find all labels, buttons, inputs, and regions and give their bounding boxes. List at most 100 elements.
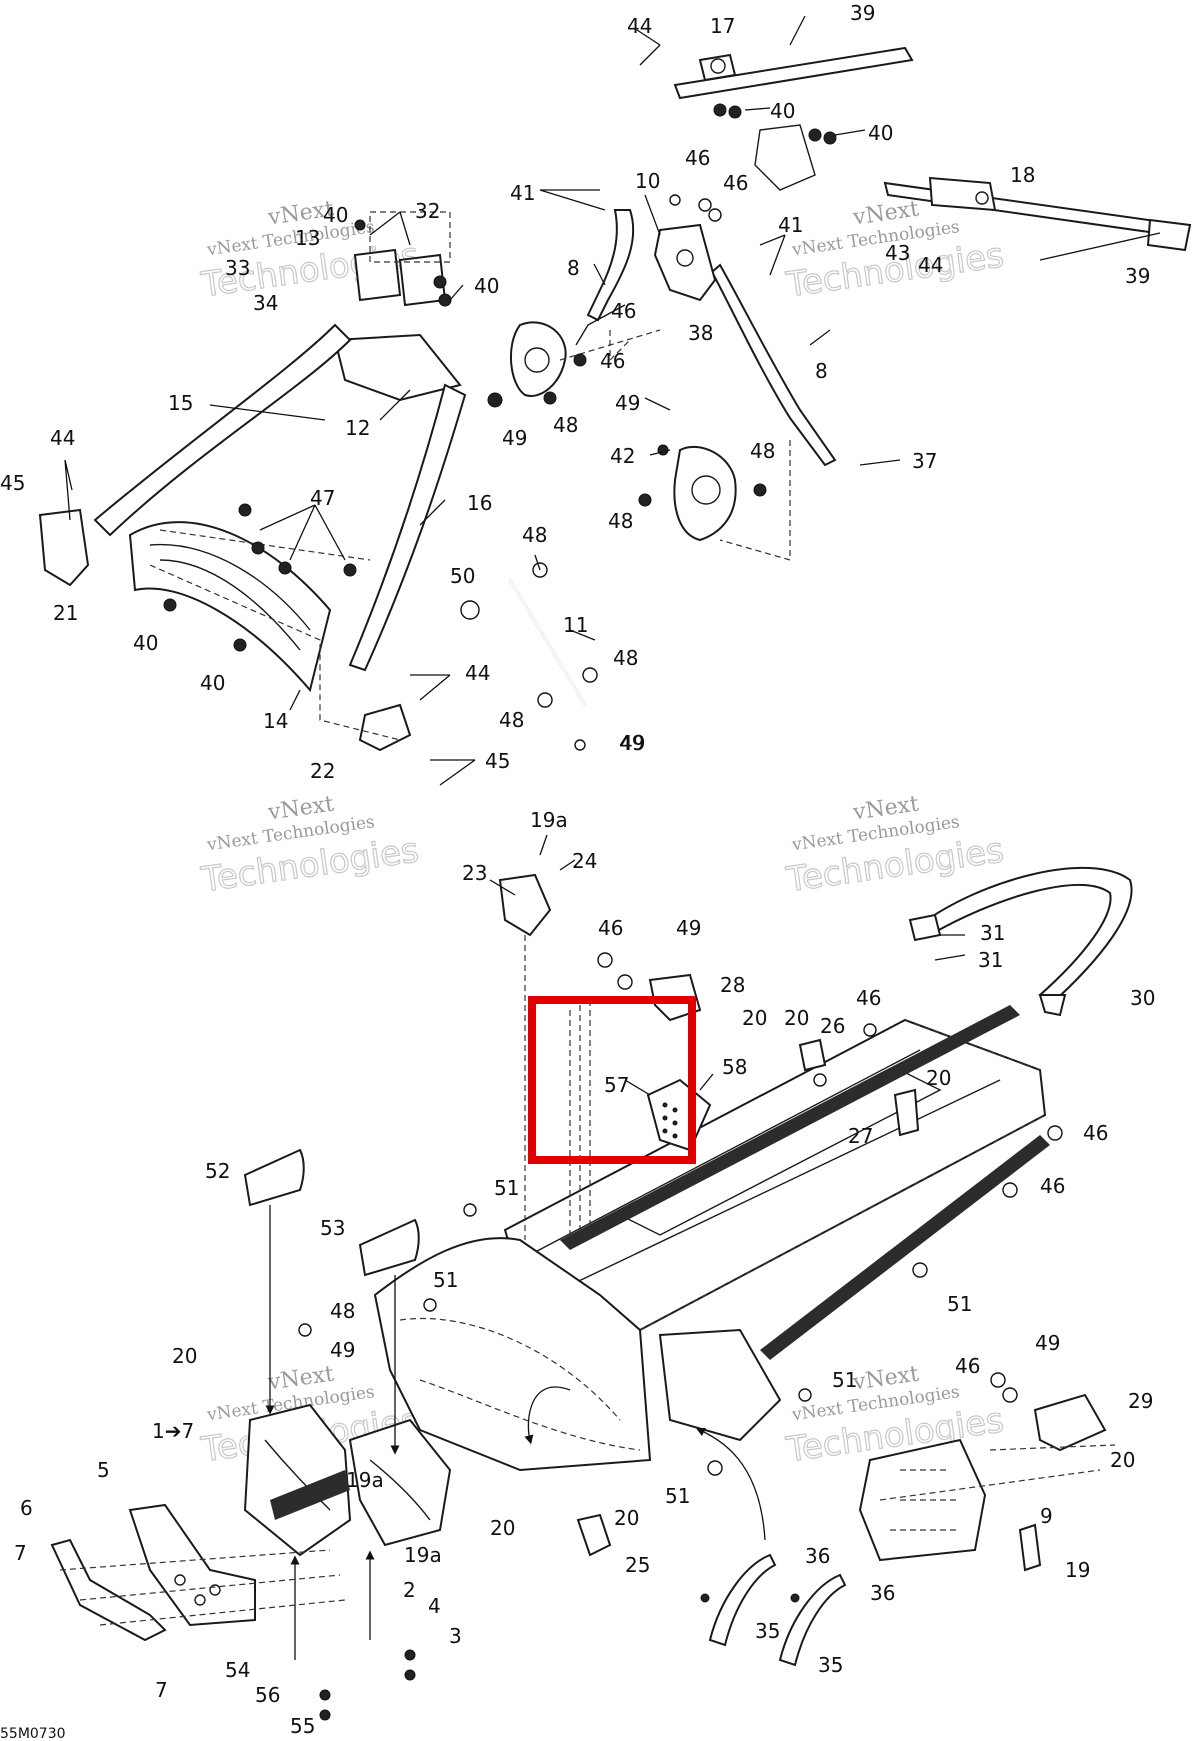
callout-label: 11 [563, 613, 588, 637]
callout-label: 28 [720, 973, 745, 997]
callout-label: 45 [485, 749, 510, 773]
part-26-bracket [798, 1038, 827, 1072]
callout-label: 40 [770, 99, 795, 123]
callout-label: 12 [345, 416, 370, 440]
part-21-bracket [38, 508, 90, 587]
callout-label: 46 [856, 986, 881, 1010]
callout-label: 57 [604, 1073, 629, 1097]
callout-label: 16 [467, 491, 492, 515]
callout-label: 50 [450, 564, 475, 588]
callout-label: 6 [20, 1496, 33, 1520]
callout-label: 49 [619, 731, 644, 755]
callout-label: 37 [912, 449, 937, 473]
callout-label: 52 [205, 1159, 230, 1183]
callout-label: 35 [755, 1619, 780, 1643]
callout-label: 2 [403, 1578, 416, 1602]
part-25-bracket [576, 1513, 612, 1557]
part-52-pad [243, 1148, 305, 1207]
callout-label: 41 [778, 213, 803, 237]
callout-label: 36 [805, 1544, 830, 1568]
alignment-lines-upper [149, 329, 791, 741]
callout-label: 49 [615, 391, 640, 415]
callout-label: 8 [815, 359, 828, 383]
part-8-arm-left [586, 209, 635, 322]
callout-label: 40 [133, 631, 158, 655]
part-18-arm [883, 176, 1192, 252]
callout-label: 14 [263, 709, 288, 733]
callout-label: 27 [848, 1124, 873, 1148]
front-suspension-assembly [243, 1403, 452, 1557]
chassis-frame [503, 1018, 1047, 1332]
callout-label: 48 [608, 509, 633, 533]
callout-label: 20 [172, 1344, 197, 1368]
callout-label: 48 [330, 1299, 355, 1323]
callout-label: 19a [346, 1468, 384, 1492]
callout-label: 55 [290, 1714, 315, 1738]
side-panel [658, 1328, 782, 1442]
callout-labels: 44 17 39 40 40 10 46 46 18 41 41 43 44 3… [0, 1, 1155, 1738]
callout-label: 44 [627, 14, 652, 38]
callout-label: 20 [614, 1506, 639, 1530]
watermark-3: vNext vNext Technologies Technologies [198, 792, 422, 902]
callout-label: 36 [870, 1581, 895, 1605]
rear-plate [858, 1438, 987, 1562]
callout-label: 4 [428, 1594, 441, 1618]
callout-label: 49 [1035, 1331, 1060, 1355]
callout-label: 18 [1010, 163, 1035, 187]
highlight-box [528, 996, 696, 1164]
callout-label: 33 [225, 256, 250, 280]
callout-label: 49 [620, 731, 645, 755]
callout-label: 25 [625, 1553, 650, 1577]
callout-label: 7 [155, 1678, 168, 1702]
callout-label: 5 [97, 1458, 110, 1482]
callout-label: 31 [978, 948, 1003, 972]
callout-label: 46 [598, 916, 623, 940]
callout-label: 40 [200, 671, 225, 695]
callout-label: 21 [53, 601, 78, 625]
callout-label: 45 [0, 471, 25, 495]
callout-label: 39 [850, 1, 875, 25]
part-40-plate [754, 124, 816, 191]
callout-label: 13 [295, 226, 320, 250]
part-15-bar [93, 323, 352, 537]
callout-label: 29 [1128, 1389, 1153, 1413]
part-6-bracket [50, 1538, 167, 1642]
callout-label: 49 [502, 426, 527, 450]
callout-label: 7 [14, 1541, 27, 1565]
callout-label: 46 [600, 349, 625, 373]
part-14-housing [128, 521, 332, 693]
callout-label: 15 [168, 391, 193, 415]
document-code: 55M0730 [0, 1726, 66, 1741]
part-5-bracket [128, 1503, 256, 1627]
callout-label: 51 [433, 1268, 458, 1292]
callout-label: 46 [685, 146, 710, 170]
callout-label: 1➔7 [152, 1419, 194, 1443]
part-23-bracket [498, 873, 552, 937]
callout-label: 26 [820, 1014, 845, 1038]
callout-label: 51 [665, 1484, 690, 1508]
alignment-lines-lower [59, 935, 1116, 1660]
callout-label: 51 [947, 1292, 972, 1316]
callout-label: 49 [676, 916, 701, 940]
track-belt [560, 1005, 1050, 1360]
callout-label: 48 [499, 708, 524, 732]
callout-label: 46 [723, 171, 748, 195]
callout-label: 24 [572, 849, 597, 873]
callout-label: 32 [415, 199, 440, 223]
part-30-handle [908, 867, 1133, 1017]
part-16-bar [348, 383, 467, 672]
part-22-bracket [358, 703, 412, 752]
callout-label: 31 [980, 921, 1005, 945]
callout-label: 41 [510, 181, 535, 205]
part-10-bracket [653, 223, 717, 302]
callout-label: 9 [1040, 1504, 1053, 1528]
callout-label: 20 [926, 1066, 951, 1090]
callout-label: 19a [404, 1543, 442, 1567]
callout-label: 20 [742, 1006, 767, 1030]
callout-label: 20 [1110, 1448, 1135, 1472]
callout-label: 46 [1083, 1121, 1108, 1145]
callout-label: 3 [449, 1624, 462, 1648]
part-53-pad [358, 1218, 420, 1277]
part-35-guard-2 [778, 1573, 847, 1667]
part-9-bracket [1018, 1523, 1042, 1572]
